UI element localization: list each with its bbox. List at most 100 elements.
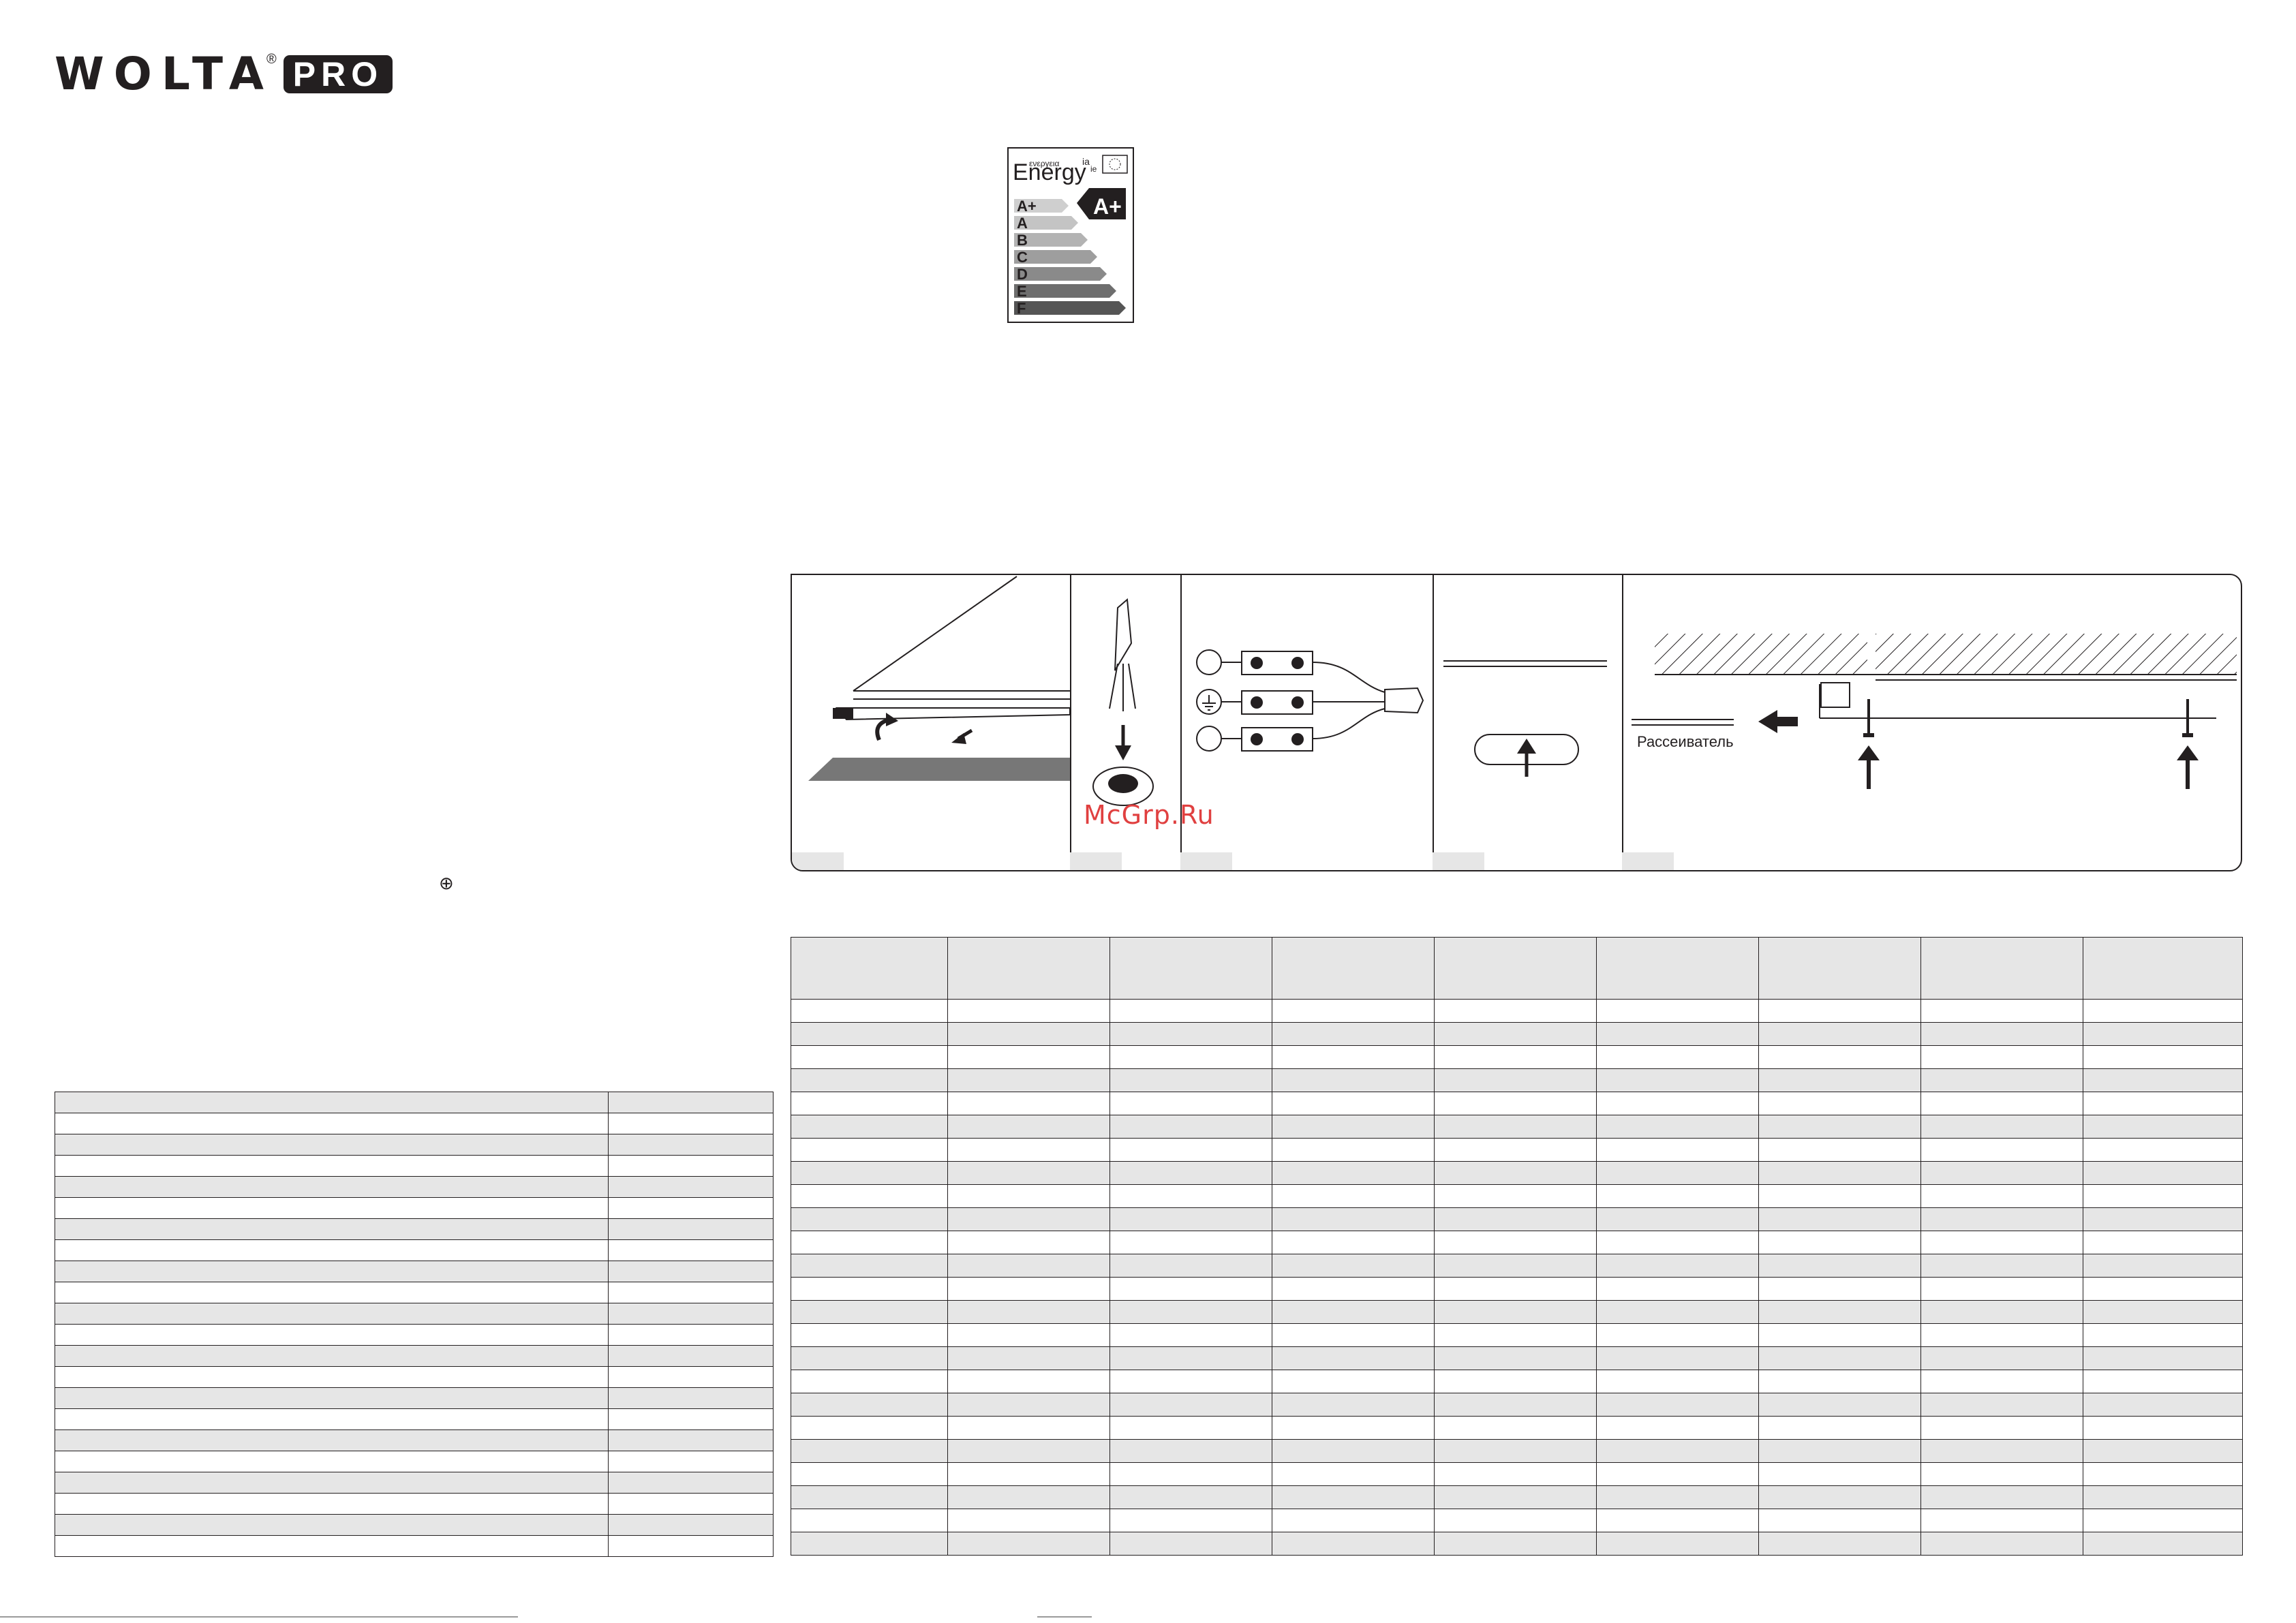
table-header-cell: [2083, 937, 2243, 1000]
table-cell: [791, 1254, 948, 1278]
table-cell: [947, 1045, 1110, 1069]
table-cell: [1109, 1485, 1272, 1509]
table-cell: [2083, 1370, 2243, 1393]
table-cell: [1758, 1184, 1921, 1208]
table-cell: [791, 1045, 948, 1069]
table-cell: [1758, 1439, 1921, 1463]
table-cell: [55, 1324, 609, 1346]
table-cell: [1758, 1231, 1921, 1254]
table-cell: [791, 1092, 948, 1115]
table-cell: [791, 999, 948, 1023]
table-cell: [1109, 1207, 1272, 1231]
table-cell: [2083, 1115, 2243, 1139]
table-cell: [1272, 1115, 1435, 1139]
table-cell: [1434, 1462, 1597, 1486]
energy-class-bar: [1014, 301, 1126, 315]
table-cell: [947, 1462, 1110, 1486]
table-cell: [1272, 1346, 1435, 1370]
table-cell: [608, 1303, 774, 1325]
table-cell: [1109, 1231, 1272, 1254]
table-row: [791, 1092, 2243, 1115]
table-cell: [791, 1485, 948, 1509]
left-arrow-icon: [1758, 710, 1777, 733]
table-header-cell: [1596, 937, 1759, 1000]
table-cell: [1272, 1532, 1435, 1556]
table-row: [55, 1535, 774, 1557]
table-cell: [1272, 1416, 1435, 1440]
table-row: [55, 1282, 774, 1303]
table-row: [55, 1155, 774, 1177]
table-cell: [1109, 1045, 1272, 1069]
table-cell: [791, 1300, 948, 1324]
table-cell: [608, 1261, 774, 1282]
table-cell: [1109, 1161, 1272, 1185]
table-row: [55, 1472, 774, 1494]
panel-number-badge: [1622, 852, 1674, 870]
table-cell: [947, 1346, 1110, 1370]
table-row: [791, 1393, 2243, 1417]
current-class-label: A+: [1093, 194, 1122, 219]
table-cell: [1272, 1161, 1435, 1185]
table-row: [791, 1532, 2243, 1556]
table-row: [791, 1300, 2243, 1324]
table-cell: [2083, 1045, 2243, 1069]
table-row: [55, 1092, 774, 1113]
table-cell: [1596, 1509, 1759, 1532]
table-cell: [1434, 1370, 1597, 1393]
table-cell: [2083, 1207, 2243, 1231]
table-row: [791, 1254, 2243, 1278]
table-cell: [1920, 1231, 2083, 1254]
table-cell: [1109, 1254, 1272, 1278]
energy-label-superscript-2: ia: [1082, 156, 1090, 167]
table-cell: [1596, 1485, 1759, 1509]
table-row: [55, 1134, 774, 1156]
table-cell: [1920, 1416, 2083, 1440]
table-cell: [947, 1277, 1110, 1301]
installation-diagrams: Рассеиватель: [791, 574, 2242, 871]
table-cell: [608, 1451, 774, 1472]
table-cell: [2083, 1509, 2243, 1532]
table-row: [791, 1045, 2243, 1069]
panel-number-badge: [792, 852, 844, 870]
up-arrow-icon: [1517, 739, 1536, 754]
table-cell: [2083, 1161, 2243, 1185]
table-cell: [791, 1022, 948, 1046]
table-cell: [1596, 1323, 1759, 1347]
table-cell: [1109, 1370, 1272, 1393]
table-cell: [1920, 1532, 2083, 1556]
table-row: [55, 1366, 774, 1388]
table-cell: [791, 1207, 948, 1231]
table-cell: [947, 999, 1110, 1023]
footer-rule-right: [1037, 1616, 1092, 1618]
table-cell: [2083, 1022, 2243, 1046]
table-cell: [55, 1239, 609, 1261]
table-cell: [55, 1535, 609, 1557]
table-cell: [791, 1161, 948, 1185]
table-cell: [791, 1370, 948, 1393]
table-cell: [947, 1370, 1110, 1393]
table-row: [791, 1416, 2243, 1440]
energy-label-superscript-3: ie: [1090, 164, 1097, 174]
table-cell: [1758, 1485, 1921, 1509]
table-cell: [55, 1493, 609, 1515]
table-cell: [2083, 1416, 2243, 1440]
table-cell: [1596, 1045, 1759, 1069]
table-row: [55, 1514, 774, 1536]
table-cell: [1434, 1485, 1597, 1509]
energy-class-bar: [1014, 233, 1088, 247]
table-cell: [55, 1261, 609, 1282]
diagram-panel-terminal-block: [1180, 575, 1434, 870]
table-cell: [1109, 1439, 1272, 1463]
table-cell: [55, 1134, 609, 1156]
table-cell: [1434, 1115, 1597, 1139]
table-cell: [2083, 999, 2243, 1023]
table-row: [55, 1451, 774, 1472]
panel-number-badge: [1070, 852, 1122, 870]
table-cell: [1434, 1532, 1597, 1556]
table-cell: [2083, 1184, 2243, 1208]
table-cell: [947, 1300, 1110, 1324]
table-cell: [1596, 1254, 1759, 1278]
